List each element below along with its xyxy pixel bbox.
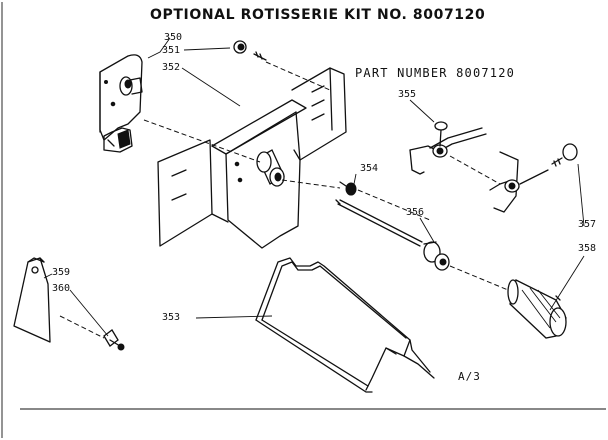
part-352-mounting-bracket bbox=[157, 67, 347, 249]
part-354-set-screw bbox=[339, 181, 357, 196]
callout-360: 360 bbox=[52, 283, 71, 294]
leader-lines bbox=[43, 37, 585, 337]
diagram-title: OPTIONAL ROTISSERIE KIT NO. 8007120 bbox=[150, 7, 486, 23]
part-359-support-bracket bbox=[13, 257, 51, 343]
callout-358: 358 bbox=[578, 243, 597, 254]
assembly-center-lines bbox=[59, 61, 509, 339]
part-351-bushing bbox=[233, 40, 267, 61]
page-code: A/3 bbox=[458, 370, 481, 383]
part-357-thumb-screw bbox=[551, 143, 578, 167]
part-358-handle bbox=[507, 279, 567, 339]
part-350-motor-unit bbox=[99, 54, 143, 153]
callout-350: 350 bbox=[164, 32, 183, 43]
part-360-pin bbox=[103, 329, 125, 351]
callout-354: 354 bbox=[360, 163, 379, 174]
callout-357: 357 bbox=[578, 219, 597, 230]
callout-352: 352 bbox=[162, 62, 181, 73]
part-number-label: PART NUMBER 8007120 bbox=[355, 66, 516, 80]
callout-353: 353 bbox=[162, 312, 181, 323]
callout-351: 351 bbox=[162, 45, 181, 56]
part-356-spit-rod bbox=[335, 199, 450, 271]
callout-355: 355 bbox=[398, 89, 417, 100]
callout-356: 356 bbox=[406, 207, 425, 218]
part-353-wire-rack bbox=[255, 257, 435, 393]
callout-359: 359 bbox=[52, 267, 71, 278]
part-355-spit-fork bbox=[409, 121, 549, 213]
